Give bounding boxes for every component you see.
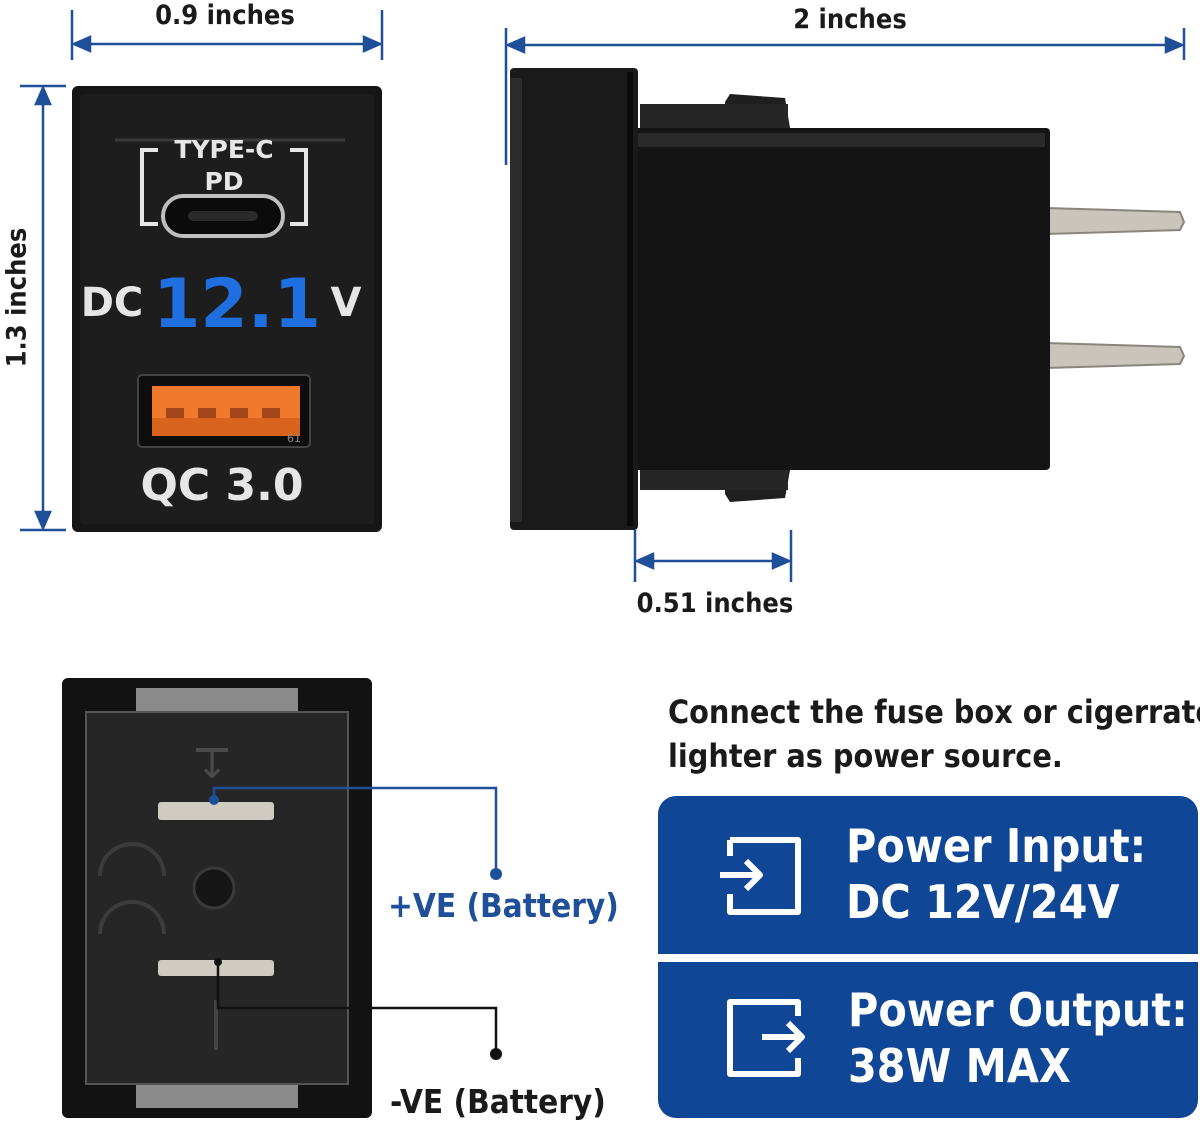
width-label: 0.9 inches xyxy=(155,0,295,31)
logout-arrow-icon xyxy=(727,999,805,1077)
length-dimension-line xyxy=(504,28,1186,165)
depth-dimension-line xyxy=(633,530,793,582)
positive-label: +VE (Battery) xyxy=(388,886,619,925)
negative-terminal-slot xyxy=(158,960,274,976)
positive-wire xyxy=(212,786,498,872)
terminal-pins xyxy=(1045,206,1186,370)
socket-body xyxy=(630,128,1050,470)
power-output-title: Power Output: xyxy=(848,983,1188,1037)
front-flange xyxy=(510,68,638,530)
qc-label: QC 3.0 xyxy=(141,460,304,511)
pd-label: PD xyxy=(204,167,243,196)
power-input-card: Power Input: DC 12V/24V xyxy=(658,796,1198,954)
type-c-label: TYPE-C xyxy=(174,135,273,164)
voltage-unit: V xyxy=(331,280,362,326)
height-label: 1.3 inches xyxy=(1,227,33,368)
login-arrow-icon xyxy=(720,837,801,915)
depth-label: 0.51 inches xyxy=(636,588,794,619)
dc-label: DC xyxy=(81,280,144,326)
power-output-value: 38W MAX xyxy=(848,1039,1071,1093)
voltage-display: 12.1 xyxy=(153,265,321,344)
power-input-title: Power Input: xyxy=(846,819,1147,873)
front-view-diagram: 61 TYPE-C PD DC 12.1 V QC 3.0 xyxy=(20,10,384,532)
height-dimension-line xyxy=(20,84,66,532)
side-view-diagram xyxy=(504,28,1186,582)
power-input-value: DC 12V/24V xyxy=(846,875,1120,929)
negative-wire xyxy=(216,962,498,1050)
back-view-diagram: ↓ xyxy=(62,678,502,1118)
length-label: 2 inches xyxy=(793,4,907,35)
type-c-bracket xyxy=(140,148,308,226)
positive-terminal-slot xyxy=(158,802,274,820)
negative-label: -VE (Battery) xyxy=(390,1082,606,1121)
qc-usb-port xyxy=(137,374,311,448)
power-source-note: Connect the fuse box or cigerrate lighte… xyxy=(668,690,1200,778)
width-dimension-line xyxy=(70,10,384,60)
note-line-1: Connect the fuse box or cigerrate xyxy=(668,693,1200,731)
note-line-2: lighter as power source. xyxy=(668,737,1063,775)
usb-marking: 61 xyxy=(287,432,301,445)
power-output-card: Power Output: 38W MAX xyxy=(658,962,1198,1118)
